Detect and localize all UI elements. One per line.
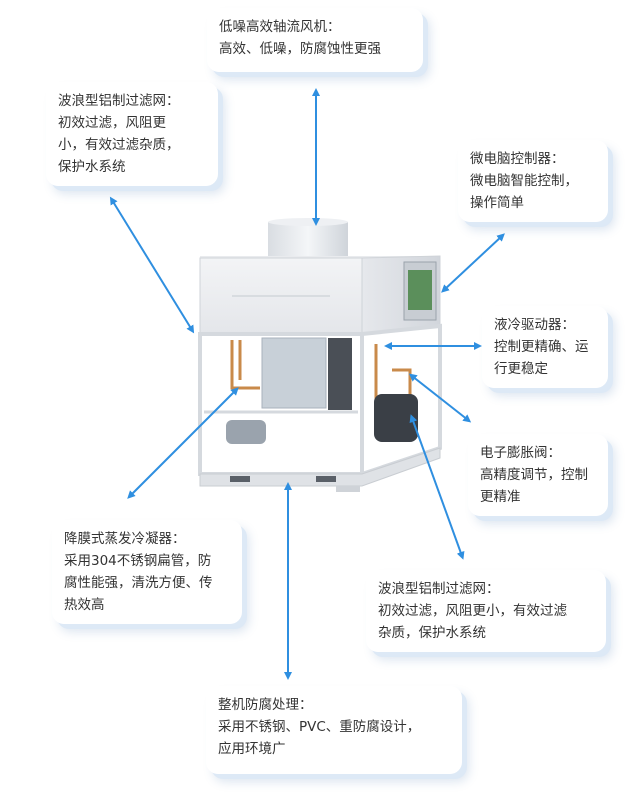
fan-top xyxy=(268,218,348,226)
callout-line: 微电脑智能控制， xyxy=(470,173,578,189)
arrow-valve xyxy=(408,373,472,423)
callout-condenser: 降膜式蒸发冷凝器： 采用304不锈钢扁管，防 腐性能强，清洗方便、传 热效高 xyxy=(52,520,242,624)
callout-line: 初效过滤，风阻更小，有效过滤 xyxy=(378,603,567,619)
callout-line: 高效、低噪，防腐蚀性更强 xyxy=(219,41,381,57)
callout-line: 初效过滤，风阻更 xyxy=(58,115,166,131)
callout-anticorrosion: 整机防腐处理： 采用不锈钢、PVC、重防腐设计， 应用环境广 xyxy=(206,686,462,774)
arrow-filter-left xyxy=(109,196,195,334)
callout-filter-right: 波浪型铝制过滤网： 初效过滤，风阻更小，有效过滤 杂质，保护水系统 xyxy=(366,570,606,652)
callout-line: 杂质，保护水系统 xyxy=(378,625,486,641)
machine-illustration xyxy=(198,218,442,492)
callout-title: 液冷驱动器： xyxy=(494,317,575,333)
callout-line: 控制更精确、运 xyxy=(494,339,589,355)
compressor xyxy=(374,394,418,442)
callout-line: 热效高 xyxy=(64,597,105,613)
callout-title: 波浪型铝制过滤网： xyxy=(378,581,500,597)
callout-fan: 低噪高效轴流风机： 高效、低噪，防腐蚀性更强 xyxy=(207,8,423,72)
callout-title: 波浪型铝制过滤网： xyxy=(58,93,180,109)
arrow-controller xyxy=(441,233,505,293)
callout-line: 应用环境广 xyxy=(218,741,286,757)
callout-line: 行更稳定 xyxy=(494,361,548,377)
callout-line: 操作简单 xyxy=(470,195,524,211)
callout-line: 高精度调节，控制 xyxy=(480,467,588,483)
callout-title: 低噪高效轴流风机： xyxy=(219,19,341,35)
arrows xyxy=(109,88,505,680)
callout-line: 小，有效过滤杂质， xyxy=(58,137,180,153)
callout-title: 整机防腐处理： xyxy=(218,697,313,713)
callout-line: 采用不锈钢、PVC、重防腐设计， xyxy=(218,719,421,735)
fan-cylinder xyxy=(268,222,348,256)
callout-title: 电子膨胀阀： xyxy=(480,445,561,461)
callout-line: 更精准 xyxy=(480,489,521,505)
callout-title: 降膜式蒸发冷凝器： xyxy=(64,531,186,547)
water-pump xyxy=(226,420,266,444)
callout-controller: 微电脑控制器： 微电脑智能控制， 操作简单 xyxy=(458,140,608,222)
callout-filter-left: 波浪型铝制过滤网： 初效过滤，风阻更 小，有效过滤杂质， 保护水系统 xyxy=(46,82,218,186)
callout-drive: 液冷驱动器： 控制更精确、运 行更稳定 xyxy=(482,306,608,388)
arrow-filter-right xyxy=(409,414,465,560)
condenser-coil xyxy=(261,337,327,409)
callout-valve: 电子膨胀阀： 高精度调节，控制 更精准 xyxy=(468,434,608,516)
callout-title: 微电脑控制器： xyxy=(470,151,565,167)
callout-line: 保护水系统 xyxy=(58,159,126,175)
arrow-condenser xyxy=(127,387,239,499)
callout-line: 腐性能强，清洗方便、传 xyxy=(64,575,213,591)
callout-line: 采用304不锈钢扁管，防 xyxy=(64,553,212,569)
